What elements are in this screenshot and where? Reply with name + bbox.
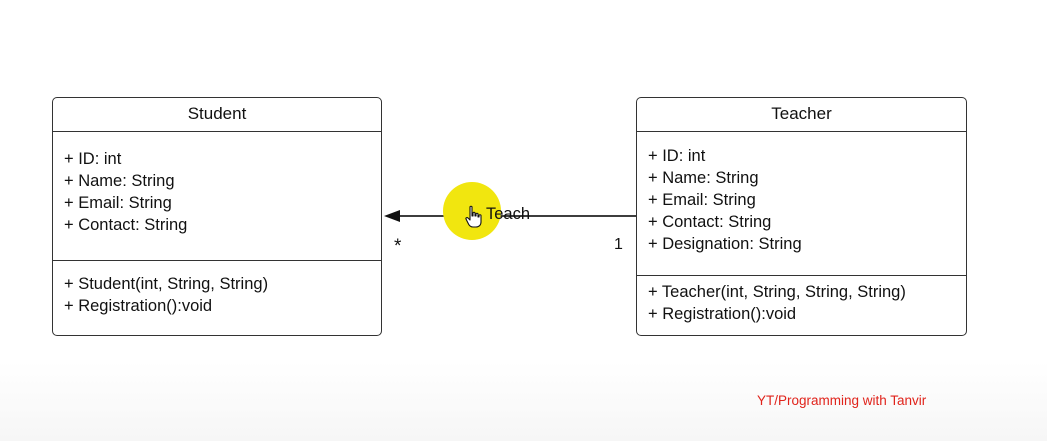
association-arrowhead <box>384 210 400 222</box>
attribute: + Contact: String <box>648 213 772 231</box>
multiplicity-teacher: 1 <box>614 236 623 253</box>
channel-watermark: YT/Programming with Tanvir <box>757 393 927 408</box>
multiplicity-student: * <box>394 236 402 257</box>
operation: + Registration():void <box>64 297 213 315</box>
operation: + Student(int, String, String) <box>64 275 269 293</box>
hand-pointer-icon <box>465 205 482 228</box>
class-student[interactable]: Student + ID: int + Name: String + Email… <box>52 97 382 336</box>
attribute: + Designation: String <box>648 235 802 253</box>
class-teacher[interactable]: Teacher + ID: int + Name: String + Email… <box>636 97 967 336</box>
attribute: + ID: int <box>648 147 706 165</box>
class-name: Student <box>53 98 381 132</box>
class-name: Teacher <box>637 98 966 132</box>
attribute: + Name: String <box>648 169 759 187</box>
association-label[interactable]: Teach <box>486 205 531 223</box>
operation-list: + Student(int, String, String) + Registr… <box>53 261 381 317</box>
attribute-list: + ID: int + Name: String + Email: String… <box>637 132 966 276</box>
operation-list: + Teacher(int, String, String, String) +… <box>637 276 966 325</box>
operation: + Teacher(int, String, String, String) <box>648 283 906 301</box>
attribute: + Email: String <box>64 194 172 212</box>
attribute: + Email: String <box>648 191 756 209</box>
operation: + Registration():void <box>648 305 797 323</box>
attribute: + Contact: String <box>64 216 188 234</box>
attribute-list: + ID: int + Name: String + Email: String… <box>53 132 381 261</box>
attribute: + Name: String <box>64 172 175 190</box>
attribute: + ID: int <box>64 150 122 168</box>
